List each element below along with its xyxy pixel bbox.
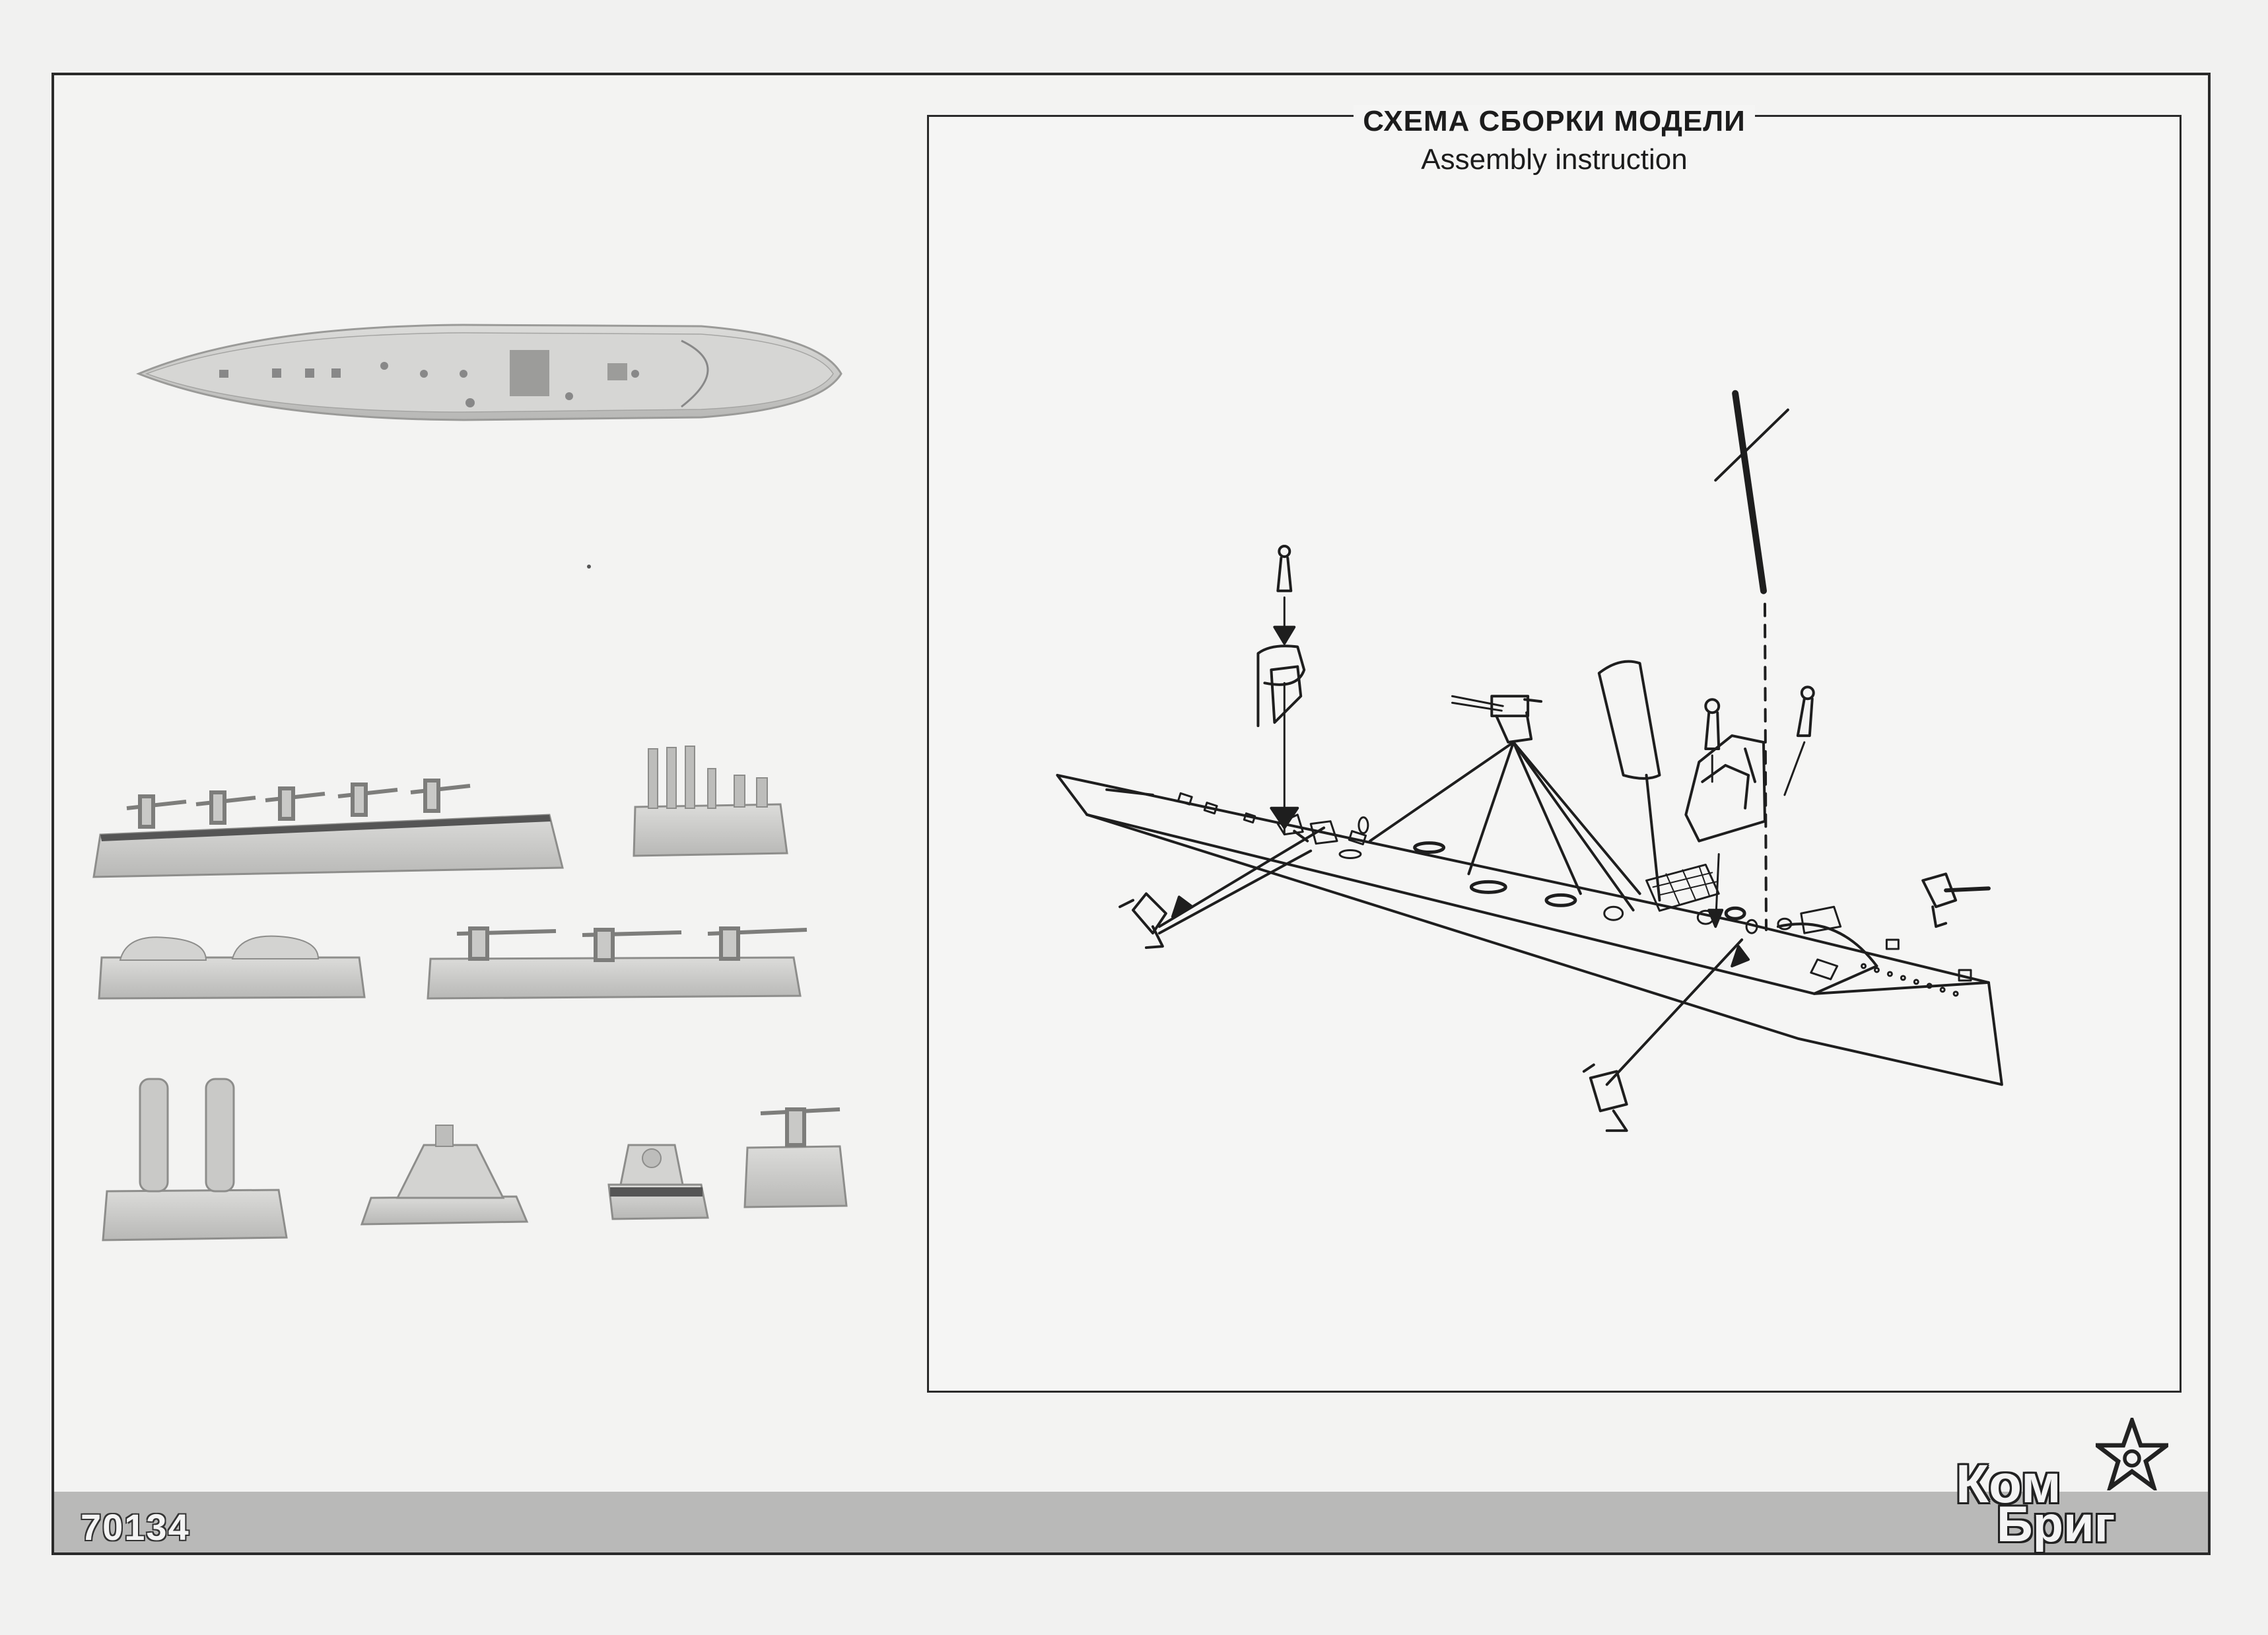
kombrig-logo: Ком Бриг [1950,1418,2168,1552]
sprue-turret [607,1144,709,1220]
aft-gun-drawing [1256,545,1306,836]
brand-line2: Бриг [1997,1496,2115,1552]
sprue-bridge [360,1125,529,1226]
instruction-sheet: СХЕМА СБОРКИ МОДЕЛИ Assembly instruction [52,73,2211,1555]
sprue-boats [98,935,366,1000]
sprue-deck-guns [427,926,808,1000]
sprue-guns-row [92,779,564,878]
title-block: СХЕМА СБОРКИ МОДЕЛИ Assembly instruction [929,105,2180,176]
stern-mount-drawing [1118,826,1326,950]
hull-drawing [1056,773,2003,1086]
brand-line1: Ком [1956,1454,2061,1514]
title-english: Assembly instruction [1421,143,1688,176]
deck-details [1177,792,1972,997]
side-gun-drawing [1921,872,1991,928]
bridge-drawing [1684,685,1815,928]
title-russian: СХЕМА СБОРКИ МОДЕЛИ [1354,105,1755,138]
footer-bar [54,1492,2208,1552]
star-icon [2096,1418,2168,1490]
assembly-frame: СХЕМА СБОРКИ МОДЕЛИ Assembly instruction [927,105,2182,1393]
central-gun-drawing [1368,695,1641,912]
assembly-diagram [1056,390,2003,1132]
sprue-masts [633,746,788,857]
fore-gun-drawing [1582,938,1750,1132]
hull-part [136,324,842,421]
mast-drawing [1714,390,1789,932]
sprue-gun-block [743,1107,848,1208]
sprue-funnels [102,1078,288,1241]
funnel-drawing [1597,660,1661,902]
parts-photos [54,75,959,1488]
kit-number: 70134 [81,1506,190,1548]
